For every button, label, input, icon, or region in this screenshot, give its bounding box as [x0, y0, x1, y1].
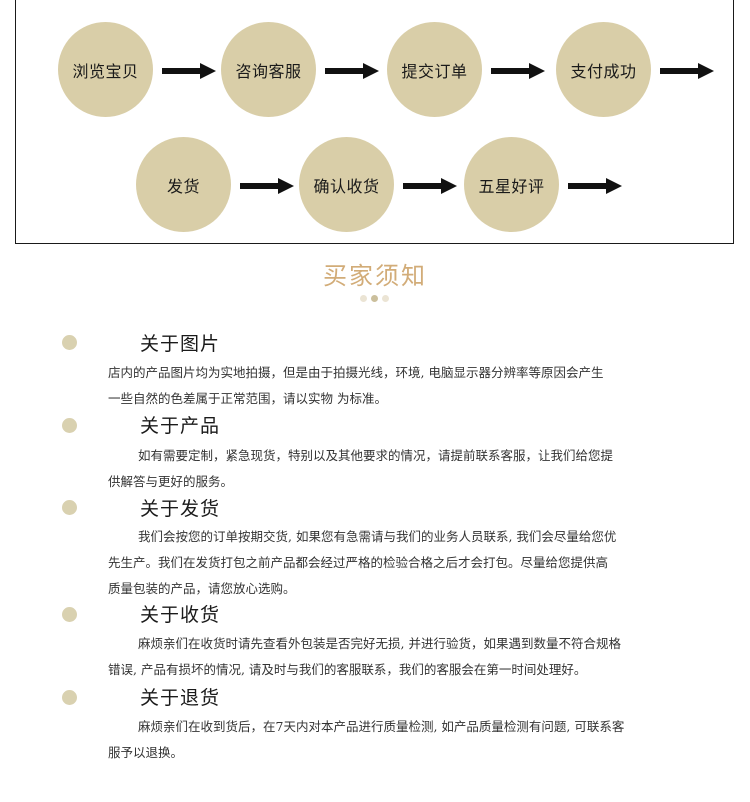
flow-step-label: 提交订单	[401, 61, 468, 81]
section-title: 关于产品	[140, 415, 221, 437]
section-title: 关于退货	[140, 687, 221, 709]
body-line: 如有需要定制，紧急现货，特别以及其他要求的情况，请提前联系客服，让我们给您提	[138, 448, 614, 463]
flow-step-label: 发货	[166, 176, 200, 196]
order-flow-box	[15, 0, 734, 244]
flow-step-browse: 浏览宝贝	[58, 22, 153, 117]
body-line: 麻烦亲们在收到货后，在7天内对本产品进行质量检测, 如产品质量检测有问题, 可联…	[138, 719, 625, 734]
section-body: 如有需要定制，紧急现货，特别以及其他要求的情况，请提前联系客服，让我们给您提 供…	[108, 443, 658, 495]
bullet-dot-icon	[62, 418, 77, 433]
dot-icon	[360, 295, 367, 302]
arrow-right-icon	[325, 63, 379, 79]
body-line: 麻烦亲们在收货时请先查看外包装是否完好无损, 并进行验货，如果遇到数量不符合规格	[138, 636, 621, 651]
section-body: 麻烦亲们在收到货后，在7天内对本产品进行质量检测, 如产品质量检测有问题, 可联…	[108, 714, 658, 766]
flow-step-consult: 咨询客服	[221, 22, 316, 117]
body-line: 先生产。我们在发货打包之前产品都会经过严格的检验合格之后才会打包。尽量给您提供高	[108, 555, 609, 570]
body-line: 服予以退换。	[108, 745, 184, 760]
flow-step-pay: 支付成功	[556, 22, 651, 117]
flow-step-label: 确认收货	[313, 176, 380, 196]
flow-step-label: 浏览宝贝	[72, 61, 139, 81]
bullet-dot-icon	[62, 607, 77, 622]
flow-step-label: 支付成功	[570, 61, 637, 81]
dot-icon	[382, 295, 389, 302]
flow-step-label: 五星好评	[478, 176, 545, 196]
flow-step-label: 咨询客服	[235, 61, 302, 81]
section-title: 关于收货	[140, 604, 221, 626]
section-body: 麻烦亲们在收货时请先查看外包装是否完好无损, 并进行验货，如果遇到数量不符合规格…	[108, 631, 658, 683]
section-header: 买家须知	[0, 256, 750, 291]
arrow-right-icon	[660, 63, 714, 79]
dot-icon	[371, 295, 378, 302]
arrow-right-icon	[568, 178, 622, 194]
flow-step-ship: 发货	[136, 137, 231, 232]
section-title: 关于图片	[140, 333, 221, 355]
flow-step-review: 五星好评	[464, 137, 559, 232]
bullet-dot-icon	[62, 335, 77, 350]
section-title: 关于发货	[140, 498, 221, 520]
page-title: 买家须知	[323, 262, 427, 290]
arrow-right-icon	[240, 178, 294, 194]
body-line: 我们会按您的订单按期交货, 如果您有急需请与我们的业务人员联系, 我们会尽量给您…	[138, 529, 617, 544]
body-line: 质量包装的产品，请您放心选购。	[108, 581, 296, 596]
bullet-dot-icon	[62, 500, 77, 515]
arrow-right-icon	[403, 178, 457, 194]
bullet-dot-icon	[62, 690, 77, 705]
section-body: 店内的产品图片均为实地拍摄，但是由于拍摄光线，环境, 电脑显示器分辨率等原因会产…	[108, 360, 658, 412]
body-line: 店内的产品图片均为实地拍摄，但是由于拍摄光线，环境, 电脑显示器分辨率等原因会产…	[108, 365, 604, 380]
body-line: 错误, 产品有损坏的情况, 请及时与我们的客服联系，我们的客服会在第一时间处理好…	[108, 662, 587, 677]
body-line: 一些自然的色差属于正常范围，请以实物 为标准。	[108, 391, 387, 406]
arrow-right-icon	[162, 63, 216, 79]
body-line: 供解答与更好的服务。	[108, 474, 234, 489]
section-body: 我们会按您的订单按期交货, 如果您有急需请与我们的业务人员联系, 我们会尽量给您…	[108, 524, 658, 602]
flow-step-confirm: 确认收货	[299, 137, 394, 232]
arrow-right-icon	[491, 63, 545, 79]
flow-step-submit: 提交订单	[387, 22, 482, 117]
